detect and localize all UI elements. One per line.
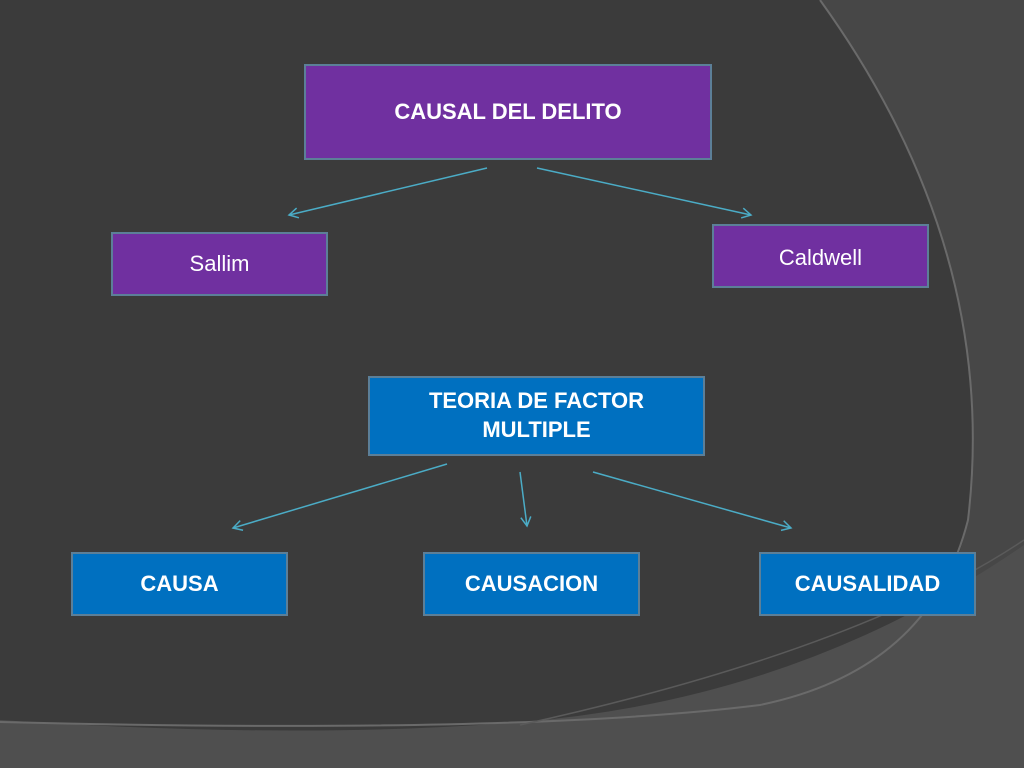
node-causal-del-delito: CAUSAL DEL DELITO <box>304 64 712 160</box>
node-caldwell-label: Caldwell <box>778 245 863 270</box>
node-caldwell: Caldwell <box>712 224 929 288</box>
node-causalidad-label: CAUSALIDAD <box>794 570 941 596</box>
node-causacion-label: CAUSACION <box>464 570 599 596</box>
node-causalidad: CAUSALIDAD <box>759 552 976 616</box>
node-sallim-label: Sallim <box>189 250 250 276</box>
background-curve-line-outer <box>0 0 974 727</box>
node-teoria-de-factor-multiple: TEORIA DE FACTOR MULTIPLE <box>368 376 705 456</box>
node-causa: CAUSA <box>71 552 288 616</box>
node-sallim: Sallim <box>111 232 328 296</box>
node-causal-del-delito-label: CAUSAL DEL DELITO <box>394 98 622 124</box>
node-causacion: CAUSACION <box>423 552 640 616</box>
node-teoria-label: TEORIA DE FACTOR MULTIPLE <box>428 388 645 442</box>
node-causa-label: CAUSA <box>140 570 219 596</box>
background-curve-band-bottom <box>0 545 1024 768</box>
